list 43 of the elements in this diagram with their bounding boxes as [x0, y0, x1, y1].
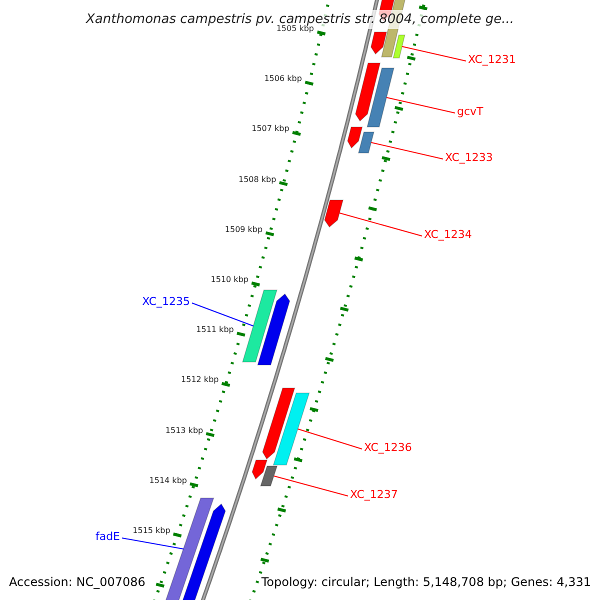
scale-label: 1506 kbp [264, 74, 302, 84]
scale-label: 1512 kbp [181, 375, 219, 384]
scale-label: 1514 kbp [149, 476, 187, 485]
leader-line [297, 428, 362, 450]
gene-label: gcvT [457, 105, 484, 118]
scale-label: 1509 kbp [224, 224, 263, 234]
gene-feature [366, 68, 394, 128]
gene-feature [272, 392, 310, 466]
gene-feature [262, 388, 296, 460]
leader-line [122, 538, 184, 550]
scale-label: 1515 kbp [132, 526, 170, 535]
gene-label: XC_1236 [364, 441, 412, 454]
gene-feature [242, 290, 278, 362]
leader-line [273, 476, 348, 496]
gene-feature [370, 32, 387, 55]
leader-line [386, 97, 456, 114]
scale-label: 1505 kbp [276, 24, 314, 33]
accession-text: Accession: NC_007086 [9, 575, 146, 589]
genome-summary-text: Topology: circular; Length: 5,148,708 bp; Genes: 4,331 [261, 575, 591, 589]
scale-label: 1513 kbp [165, 426, 204, 435]
gene-feature [260, 466, 278, 486]
gene-label: XC_1233 [445, 151, 493, 164]
leader-line [370, 142, 444, 160]
gene-feature [257, 293, 290, 366]
gene-feature [252, 460, 268, 480]
scale-label: 1510 kbp [210, 275, 248, 284]
gene-label: XC_1231 [468, 53, 516, 66]
gene-feature [392, 34, 406, 58]
scale-label: 1507 kbp [252, 124, 290, 134]
gene-label: XC_1237 [350, 488, 398, 501]
gene-label: XC_1234 [424, 228, 472, 241]
leader-line [339, 212, 422, 236]
gene-feature [358, 132, 374, 154]
leader-line [192, 302, 254, 326]
gene-label: fadE [95, 530, 120, 543]
gene-feature [180, 503, 226, 600]
gene-feature [347, 126, 363, 149]
leader-line [402, 46, 466, 62]
gene-feature [324, 200, 344, 228]
scale-label: 1511 kbp [196, 325, 234, 334]
gene-label: XC_1235 [142, 295, 190, 308]
gene-feature [355, 62, 381, 122]
scale-label: 1508 kbp [238, 174, 276, 184]
